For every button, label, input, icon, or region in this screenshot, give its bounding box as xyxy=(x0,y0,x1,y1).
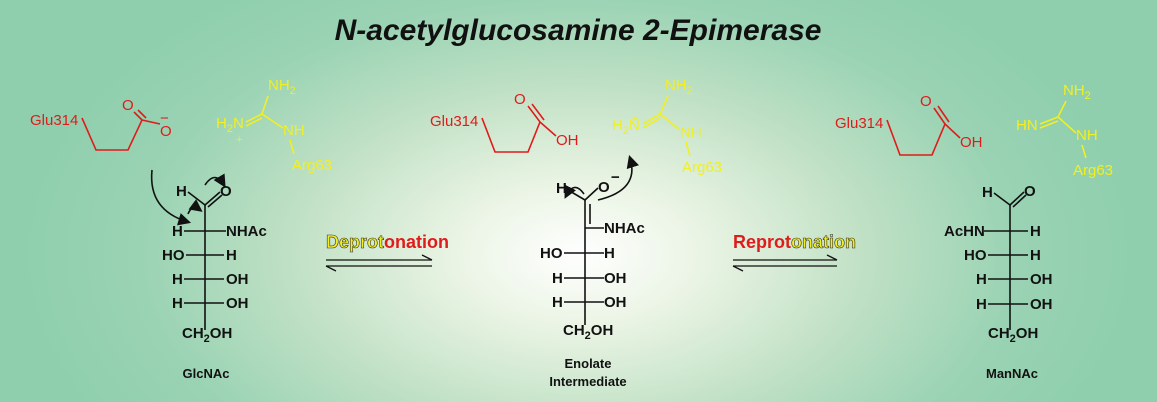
h2n-label: H2N xyxy=(216,115,244,135)
svg-text:OH: OH xyxy=(556,132,579,149)
step-reprotonation: Reprotonation xyxy=(732,232,856,272)
caption-enolate-1: Enolate xyxy=(565,356,612,371)
proton-return-arrow xyxy=(597,154,639,201)
svg-text:NHAc: NHAc xyxy=(226,223,267,240)
svg-text:H: H xyxy=(556,180,567,197)
svg-text:H: H xyxy=(226,247,237,264)
caption-enolate-2: Intermediate xyxy=(549,374,626,389)
electron-arrow xyxy=(204,173,226,188)
svg-text:H2N: H2N xyxy=(612,117,640,137)
svg-text:OH: OH xyxy=(604,270,627,287)
svg-text:H: H xyxy=(976,271,987,288)
glu314-acid-2: Glu314 O OH xyxy=(430,91,579,153)
glu314-carboxylate-1: Glu314 O O − xyxy=(30,97,172,151)
svg-text:H: H xyxy=(172,295,183,312)
svg-text:NH: NH xyxy=(680,124,702,141)
step-deprotonation: Deprotonation xyxy=(326,232,449,272)
svg-text:−: − xyxy=(611,169,620,186)
svg-text:H: H xyxy=(982,184,993,201)
svg-text:OH: OH xyxy=(1030,296,1053,313)
panel-mannac: Glu314 O OH NH2 HN NH Arg63 H O AcH xyxy=(835,82,1113,381)
svg-text:H: H xyxy=(976,296,987,313)
svg-text:Arg63: Arg63 xyxy=(682,159,722,176)
panel-glcnac: Glu314 O O − NH2 H2N + NH Arg63 H xyxy=(30,77,332,381)
svg-text:NHAc: NHAc xyxy=(604,220,645,237)
nh2-label: NH2 xyxy=(268,77,296,97)
svg-text:OH: OH xyxy=(226,271,249,288)
svg-text:H: H xyxy=(1030,223,1041,240)
fischer-enolate: H O − NHAc HO H H OH H OH CH2OH xyxy=(540,169,645,342)
svg-text:HO: HO xyxy=(162,247,185,264)
minus-charge: − xyxy=(160,110,169,127)
svg-text:OH: OH xyxy=(960,134,983,151)
svg-text:O: O xyxy=(220,183,232,200)
svg-text:H: H xyxy=(552,270,563,287)
svg-text:NH2: NH2 xyxy=(1063,82,1091,102)
svg-text:CH2OH: CH2OH xyxy=(563,322,613,342)
arg63-neutral-3: NH2 HN NH Arg63 xyxy=(1016,82,1113,179)
deprotonation-label: Deprotonation xyxy=(326,232,449,252)
plus-charge: + xyxy=(236,134,242,146)
svg-text:CH2OH: CH2OH xyxy=(988,325,1038,345)
svg-text:H: H xyxy=(604,245,615,262)
diagram-title: N-acetylglucosamine 2-Epimerase xyxy=(335,14,822,47)
svg-text:OH: OH xyxy=(226,295,249,312)
caption-glcnac: GlcNAc xyxy=(183,366,230,381)
fischer-mannac: H O AcHN H HO H H OH H OH CH2OH xyxy=(944,183,1053,345)
svg-text:Glu314: Glu314 xyxy=(835,115,883,132)
svg-text:Arg63: Arg63 xyxy=(1073,162,1113,179)
svg-text:H: H xyxy=(172,223,183,240)
attack-arrow xyxy=(150,169,192,226)
carbonyl-oxygen: O xyxy=(122,97,134,114)
reprotonation-label: Reprotonation xyxy=(733,232,856,252)
nh-label: NH xyxy=(283,122,305,139)
svg-text:HO: HO xyxy=(964,247,987,264)
arg63-label: Arg63 xyxy=(292,157,332,174)
carboxylate-oxygen: O xyxy=(160,123,172,140)
svg-text:H: H xyxy=(176,183,187,200)
enolate-arrow xyxy=(564,184,585,199)
svg-text:NH: NH xyxy=(1076,127,1098,144)
svg-text:OH: OH xyxy=(1030,271,1053,288)
svg-text:O: O xyxy=(920,93,932,110)
panel-enolate: Glu314 O OH NH2 H2N + NH Arg63 H O xyxy=(430,77,722,389)
glu314-label: Glu314 xyxy=(30,112,78,129)
fischer-glcnac: H O H NHAc HO H H OH H OH CH2OH xyxy=(162,183,267,345)
svg-text:H: H xyxy=(1030,247,1041,264)
svg-text:H: H xyxy=(552,294,563,311)
arg63-guanidinium-1: NH2 H2N + NH Arg63 xyxy=(216,77,332,174)
svg-text:OH: OH xyxy=(604,294,627,311)
svg-text:+: + xyxy=(632,113,638,125)
svg-text:HO: HO xyxy=(540,245,563,262)
glu314-acid-3: Glu314 O OH xyxy=(835,93,983,156)
svg-text:O: O xyxy=(1024,183,1036,200)
svg-text:Glu314: Glu314 xyxy=(430,113,478,130)
svg-text:NH2: NH2 xyxy=(665,77,693,97)
svg-text:HN: HN xyxy=(1016,117,1038,134)
svg-text:CH2OH: CH2OH xyxy=(182,325,232,345)
electron-arrow-2 xyxy=(187,199,203,215)
caption-mannac: ManNAc xyxy=(986,366,1038,381)
svg-text:H: H xyxy=(172,271,183,288)
svg-text:O: O xyxy=(598,179,610,196)
svg-text:AcHN: AcHN xyxy=(944,223,985,240)
arg63-guanidinium-2: NH2 H2N + NH Arg63 xyxy=(612,77,722,176)
svg-text:O: O xyxy=(514,91,526,108)
